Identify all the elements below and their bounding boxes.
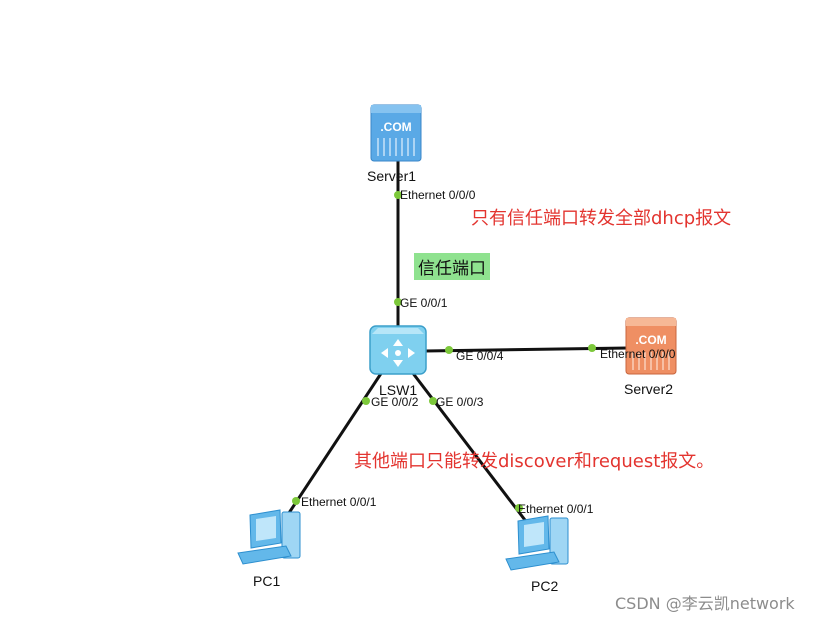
server1-name: Server1 [367, 168, 417, 184]
trusted-port-note: 只有信任端口转发全部dhcp报文 [471, 208, 732, 229]
port-label-lsw1-ge004: GE 0/0/4 [456, 349, 504, 363]
port-dot-server1-eth000 [394, 191, 402, 199]
port-label-lsw1-ge002: GE 0/0/2 [371, 395, 419, 409]
pc2-icon[interactable] [505, 515, 569, 571]
switch-icon[interactable] [369, 325, 427, 375]
pc2-name: PC2 [531, 578, 559, 594]
port-dot-server2-eth000 [588, 344, 596, 352]
other-ports-note: 其他端口只能转发discover和request报文。 [354, 451, 715, 472]
server2-badge: .COM [635, 333, 666, 347]
port-dot-lsw1-ge004 [445, 346, 453, 354]
pc1-icon[interactable] [237, 509, 301, 565]
port-label-pc2-eth001: Ethernet 0/0/1 [518, 502, 594, 516]
server1-icon[interactable]: .COM [370, 104, 422, 162]
link-lsw1-pc1 [281, 371, 384, 523]
port-label-pc1-eth001: Ethernet 0/0/1 [301, 495, 377, 509]
port-dot-pc2-eth001 [515, 504, 523, 512]
port-dot-lsw1-ge001 [394, 298, 402, 306]
port-label-server2-eth000: Ethernet 0/0/0 [600, 347, 676, 361]
pc1-name: PC1 [253, 573, 281, 589]
link-lsw1-pc2 [410, 371, 530, 525]
server2-icon[interactable]: .COM [625, 317, 677, 375]
watermark: CSDN @李云凯network [615, 594, 795, 613]
port-dot-lsw1-ge002 [362, 397, 370, 405]
port-dot-lsw1-ge003 [429, 397, 437, 405]
server2-name: Server2 [624, 381, 674, 397]
port-label-lsw1-ge003: GE 0/0/3 [436, 395, 484, 409]
server1-badge: .COM [380, 120, 411, 134]
port-label-server1-eth000: Ethernet 0/0/0 [400, 188, 476, 202]
port-label-lsw1-ge001: GE 0/0/1 [400, 296, 448, 310]
port-dot-pc1-eth001 [292, 497, 300, 505]
switch-name: LSW1 [379, 382, 418, 398]
trusted-port-tag: 信任端口 [414, 253, 490, 280]
